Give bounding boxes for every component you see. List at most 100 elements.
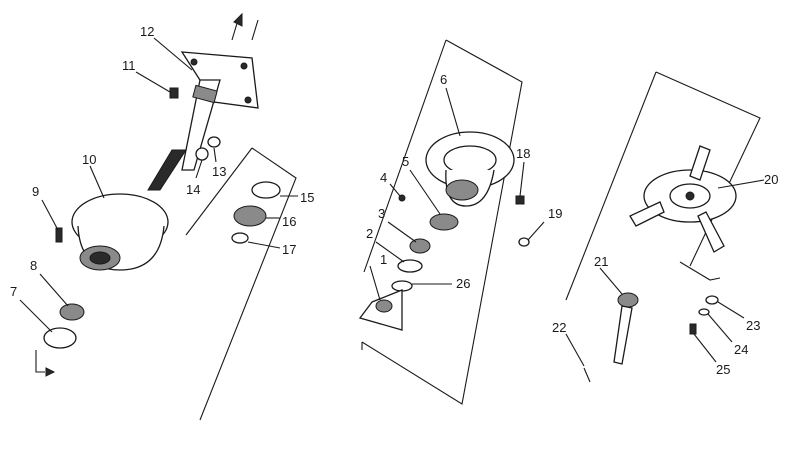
leader-3 — [387, 221, 417, 243]
callout-1: 1 — [380, 252, 387, 267]
callout-4: 4 — [380, 170, 387, 185]
callout-21: 21 — [594, 254, 608, 269]
spindle-shaft — [181, 79, 221, 171]
snap-ring-15 — [251, 181, 281, 199]
callout-22: 22 — [552, 320, 566, 335]
callout-6: 6 — [440, 72, 447, 87]
callout-2: 2 — [366, 226, 373, 241]
bolt-21-head — [617, 292, 639, 308]
housing-inner — [443, 145, 497, 175]
left-bracket-line — [199, 147, 297, 421]
callout-10: 10 — [82, 152, 96, 167]
leader-7 — [19, 299, 53, 333]
arrow-head — [233, 12, 243, 27]
threaded-end — [147, 149, 187, 191]
callout-11: 11 — [122, 58, 136, 73]
callout-25: 25 — [716, 362, 730, 377]
washer-24 — [698, 308, 710, 316]
leader-2 — [375, 241, 405, 263]
callout-7: 7 — [10, 284, 17, 299]
leader-5 — [409, 169, 441, 215]
bolt-25 — [689, 323, 697, 335]
key-9 — [55, 227, 63, 243]
bearing-5 — [429, 213, 459, 231]
callout-13: 13 — [212, 164, 226, 179]
callout-5: 5 — [402, 154, 409, 169]
bolt-18 — [515, 195, 525, 205]
up-arrow — [251, 19, 259, 41]
leader-19 — [527, 221, 545, 241]
bearing-8 — [59, 303, 85, 321]
callout-3: 3 — [378, 206, 385, 221]
leader-4 — [389, 183, 401, 197]
leader-22 — [565, 333, 585, 367]
leader-13 — [213, 147, 217, 163]
pulley-bore — [89, 251, 111, 265]
leader-1 — [369, 265, 381, 301]
leader-10 — [89, 165, 105, 199]
hub-arm — [689, 145, 711, 181]
callout-23: 23 — [746, 318, 760, 333]
snap-ring-7 — [43, 327, 77, 349]
callout-18: 18 — [516, 146, 530, 161]
center-bracket-line — [361, 39, 523, 405]
base-plate-hub — [375, 299, 393, 313]
retainer-17 — [231, 232, 249, 244]
center-bracket-line-2 — [363, 39, 447, 273]
bolt-11 — [169, 87, 179, 99]
washer-13 — [207, 136, 221, 148]
hub-arm — [697, 211, 725, 253]
callout-19: 19 — [548, 206, 562, 221]
bearing-16 — [233, 205, 267, 227]
pin-22 — [583, 367, 591, 383]
leader-12 — [153, 37, 193, 71]
leader-24 — [707, 313, 733, 343]
blade-hub-hole — [685, 191, 695, 201]
plate-hole — [190, 58, 198, 66]
callout-17: 17 — [282, 242, 296, 257]
shaft-collar — [192, 84, 218, 104]
callout-20: 20 — [764, 172, 778, 187]
leader-23 — [717, 301, 745, 319]
callout-12: 12 — [140, 24, 154, 39]
callout-15: 15 — [300, 190, 314, 205]
leader-18 — [519, 161, 525, 197]
right-bracket-tick — [679, 261, 721, 281]
leader-20 — [717, 179, 765, 189]
right-assembly — [565, 71, 761, 383]
plate-hole — [240, 62, 248, 70]
leader-11 — [135, 71, 171, 93]
leader-8 — [39, 273, 69, 307]
washer-23 — [705, 295, 719, 305]
bearing-3 — [409, 238, 431, 254]
callout-14: 14 — [186, 182, 200, 197]
nut-14 — [195, 147, 209, 161]
callout-24: 24 — [734, 342, 748, 357]
center-assembly — [358, 39, 530, 405]
ring-2 — [397, 259, 423, 273]
callout-8: 8 — [30, 258, 37, 273]
left-bracket-line-2 — [185, 147, 253, 236]
right-bracket-line-2 — [565, 71, 657, 301]
leader-6 — [445, 87, 461, 137]
plate-hole — [244, 96, 252, 104]
leader-9 — [41, 199, 59, 231]
leader-lines — [19, 37, 765, 367]
callout-9: 9 — [32, 184, 39, 199]
leader-25 — [693, 333, 717, 363]
leader-17 — [247, 241, 281, 249]
grease-fitting-4 — [398, 194, 406, 202]
leader-14 — [195, 159, 203, 179]
callout-26: 26 — [456, 276, 470, 291]
left-assembly — [35, 12, 297, 421]
hub-arm — [629, 201, 665, 227]
housing-bore — [445, 179, 479, 201]
arrow-head — [45, 367, 56, 377]
washer-19 — [518, 237, 530, 247]
left-arrow-line — [35, 350, 45, 373]
bolt-21-shank — [613, 305, 633, 365]
callout-numbers: 1 2 3 4 5 6 7 8 9 10 11 12 13 14 15 16 1… — [10, 24, 778, 377]
leader-21 — [599, 267, 623, 295]
callout-16: 16 — [282, 214, 296, 229]
